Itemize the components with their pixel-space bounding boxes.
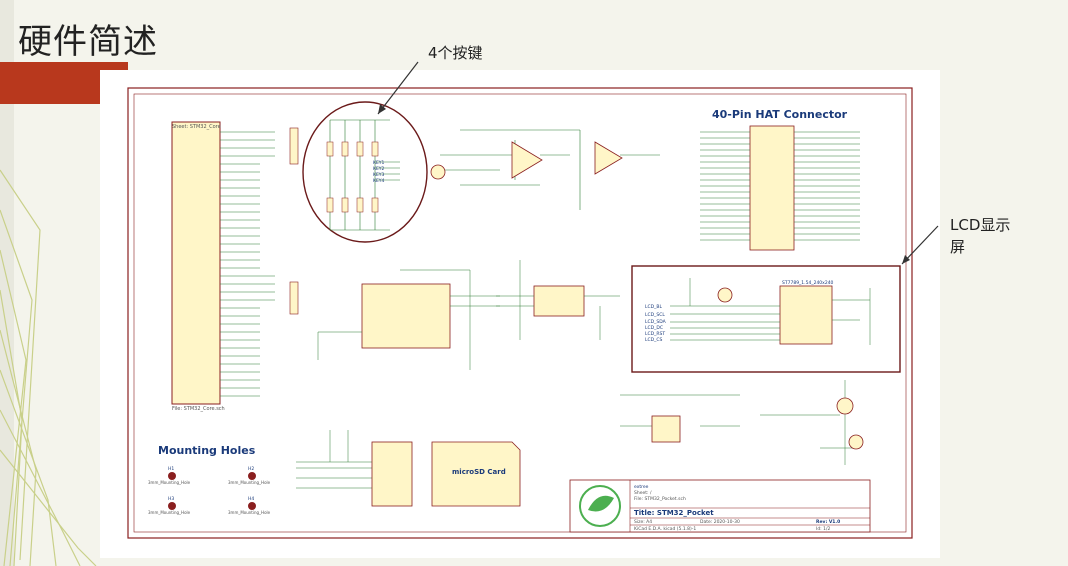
lcd-pin-cs: LCD_CS <box>645 337 663 343</box>
title-block-date: Date: 2020-10-30 <box>700 519 740 525</box>
key3-label: KEY3 <box>373 172 385 178</box>
microsd-label: microSD Card <box>452 468 506 476</box>
title-block-sheet: Sheet: / <box>634 490 652 496</box>
hole-h4-caption: 3mm_Mounting_Hole <box>228 510 271 515</box>
lcd-pin-rst: LCD_RST <box>645 331 665 337</box>
hole-h3-label: H3 <box>168 496 174 502</box>
title-block-tool: KiCad E.D.A. kicad (5.1.8)-1 <box>634 526 696 532</box>
hole-h2-caption: 3mm_Mounting_Hole <box>228 480 271 485</box>
schematic-image: Sheet: STM32_Core File: STM32_Core.sch <box>100 70 940 558</box>
lcd-callout-line2: 屏 <box>950 238 966 256</box>
keys-callout: 4个按键 <box>428 44 483 62</box>
lcd-callout: LCD显示 屏 <box>950 214 1010 258</box>
schematic-drawing: Sheet: STM32_Core File: STM32_Core.sch <box>127 87 913 539</box>
title-block-id: Id: 1/2 <box>816 526 831 532</box>
lcd-pin-sda: LCD_SDA <box>645 319 667 325</box>
lcd-part-label: ST7789_1.54_240x240 <box>782 280 834 286</box>
slide-title: 硬件简述 <box>18 22 158 62</box>
key4-label: KEY4 <box>373 178 385 184</box>
hat-connector-title: 40-Pin HAT Connector <box>712 108 848 121</box>
title-block-title: Title: STM32_Pocket <box>634 509 714 517</box>
lcd-pin-scl: LCD_SCL <box>645 312 665 318</box>
sheet-name-label: Sheet: STM32_Core <box>172 124 221 130</box>
lcd-callout-line1: LCD显示 <box>950 216 1011 234</box>
hole-h1-caption: 3mm_Mounting_Hole <box>148 480 191 485</box>
hole-h3-caption: 3mm_Mounting_Hole <box>148 510 191 515</box>
key2-label: KEY2 <box>373 166 385 172</box>
title-block-file: File: STM32_Pocket.sch <box>634 496 686 502</box>
title-block-rev: Rev: V1.0 <box>816 519 840 525</box>
sheet-file-label: File: STM32_Core.sch <box>172 406 225 412</box>
title-block-size: Size: A4 <box>634 519 652 525</box>
hole-h2-label: H2 <box>248 466 254 472</box>
lcd-pin-bl: LCD_BL <box>645 304 662 310</box>
lcd-pin-dc: LCD_DC <box>645 325 663 331</box>
key1-label: KEY1 <box>373 160 385 166</box>
hole-h1-label: H1 <box>168 466 174 472</box>
left-stripe <box>0 0 14 566</box>
mounting-holes-title: Mounting Holes <box>158 444 256 457</box>
hole-h4-label: H4 <box>248 496 254 502</box>
title-block-company: extree <box>634 484 649 490</box>
decorative-green-lines <box>0 169 97 566</box>
